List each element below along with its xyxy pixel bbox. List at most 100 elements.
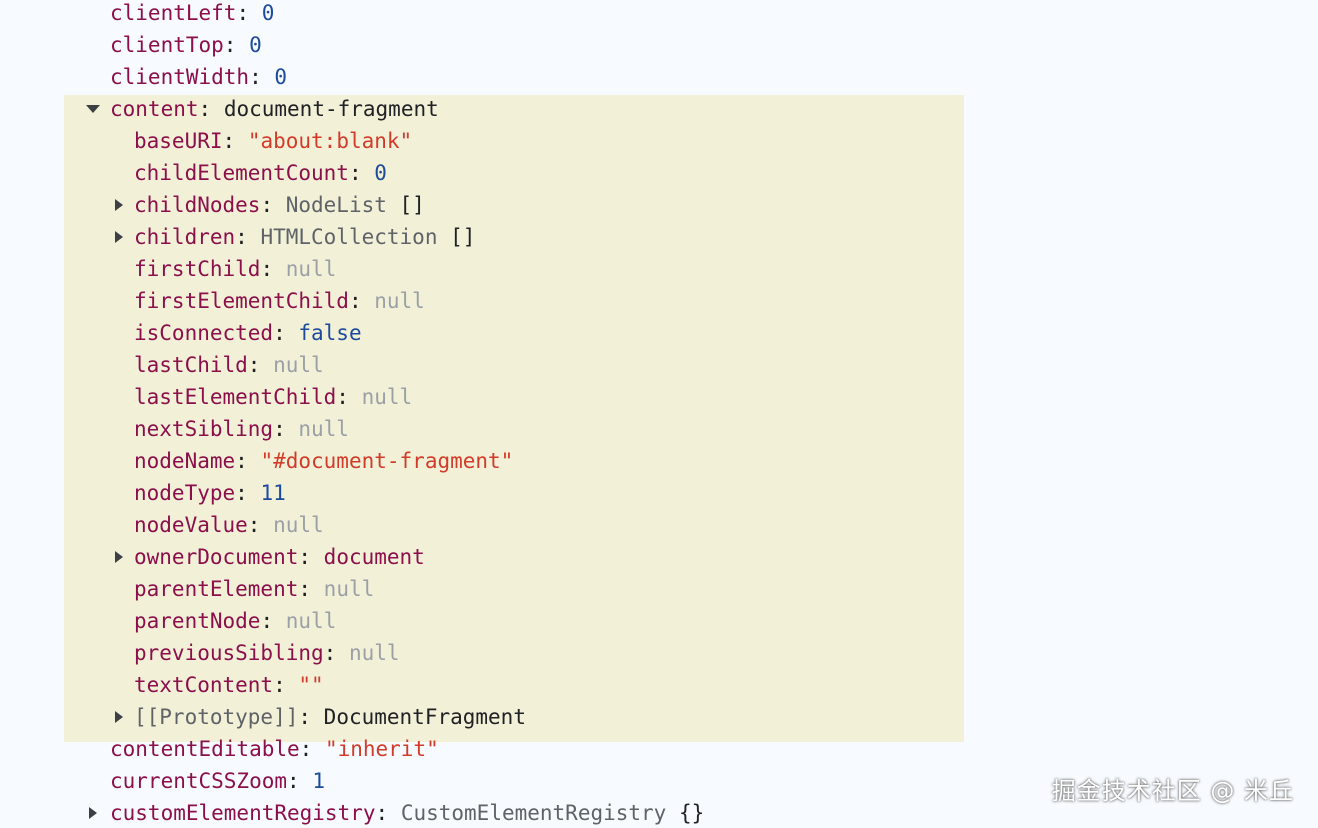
property-value: null (285, 609, 337, 633)
property-key: ownerDocument (134, 545, 299, 569)
property-row: contentEditable: "inherit" (110, 733, 439, 765)
property-value: "about:blank" (247, 129, 413, 153)
property-key: lastChild (134, 353, 248, 377)
property-key: clientWidth (110, 65, 250, 89)
property-row: nextSibling: null (134, 413, 349, 445)
property-value: 11 (260, 481, 286, 505)
property-value: "inherit" (324, 737, 439, 761)
expanded-content-highlight (64, 95, 964, 742)
colon-separator: : (247, 353, 274, 377)
property-row: nodeType: 11 (134, 477, 286, 509)
property-row: clientTop: 0 (110, 29, 262, 61)
property-value: null (348, 641, 400, 665)
property-value: 0 (261, 1, 275, 25)
expand-triangle-icon[interactable] (112, 221, 126, 253)
property-value: 1 (312, 769, 325, 793)
property-value: DocumentFragment (323, 705, 526, 729)
property-row[interactable]: customElementRegistry: CustomElementRegi… (89, 797, 705, 828)
expand-triangle-icon[interactable] (86, 797, 100, 828)
colon-separator: : (298, 577, 324, 601)
property-key: [[Prototype]] (134, 705, 299, 729)
property-key: previousSibling (134, 641, 324, 665)
property-key: content (110, 97, 199, 121)
property-value: null (374, 289, 425, 313)
property-row[interactable]: ownerDocument: document (115, 541, 425, 573)
colon-separator: : (260, 609, 286, 633)
property-key: firstChild (134, 257, 261, 281)
property-value: null (323, 577, 375, 601)
property-key: clientLeft (110, 1, 237, 25)
colon-separator: : (348, 161, 375, 185)
value-preview-brackets: [] (386, 193, 425, 217)
property-row: lastElementChild: null (134, 381, 412, 413)
property-key: nextSibling (134, 417, 274, 441)
property-value: document-fragment (223, 97, 439, 121)
property-row: lastChild: null (134, 349, 324, 381)
colon-separator: : (236, 1, 262, 25)
property-row: isConnected: false (134, 317, 362, 349)
property-row[interactable]: children: HTMLCollection [] (115, 221, 476, 253)
property-row: previousSibling: null (134, 637, 400, 669)
colon-separator: : (260, 193, 286, 217)
property-row: nodeValue: null (134, 509, 324, 541)
property-value: null (285, 257, 337, 281)
colon-separator: : (299, 737, 325, 761)
property-key: childElementCount (134, 161, 349, 185)
property-key: contentEditable (110, 737, 300, 761)
property-value: null (273, 513, 324, 537)
property-row: textContent: "" (134, 669, 324, 701)
colon-separator: : (198, 97, 224, 121)
property-key: nodeName (134, 449, 236, 473)
property-key: nodeValue (134, 513, 248, 537)
colon-separator: : (223, 33, 250, 57)
expand-triangle-icon[interactable] (112, 541, 126, 573)
colon-separator: : (235, 449, 261, 473)
property-value: HTMLCollection (260, 225, 438, 249)
expand-triangle-icon[interactable] (112, 701, 126, 733)
property-key: isConnected (134, 321, 274, 345)
property-value: 0 (374, 161, 387, 185)
collapse-triangle-icon[interactable] (86, 93, 100, 125)
colon-separator: : (336, 385, 362, 409)
property-key: customElementRegistry (110, 801, 376, 825)
colon-separator: : (249, 65, 275, 89)
property-key: firstElementChild (134, 289, 349, 313)
expand-triangle-icon[interactable] (112, 189, 126, 221)
colon-separator: : (348, 289, 375, 313)
colon-separator: : (273, 673, 299, 697)
colon-separator: : (375, 801, 401, 825)
property-row[interactable]: childNodes: NodeList [] (115, 189, 425, 221)
colon-separator: : (323, 641, 349, 665)
property-key: currentCSSZoom (110, 769, 288, 793)
property-row: parentNode: null (134, 605, 336, 637)
value-preview-brackets: [] (437, 225, 476, 249)
colon-separator: : (298, 705, 324, 729)
property-row: parentElement: null (134, 573, 374, 605)
property-row: currentCSSZoom: 1 (110, 765, 325, 797)
property-value: CustomElementRegistry (400, 801, 667, 825)
property-row[interactable]: [[Prototype]]: DocumentFragment (115, 701, 526, 733)
property-value: 0 (249, 33, 262, 57)
property-value: "" (298, 673, 324, 697)
property-row: childElementCount: 0 (134, 157, 387, 189)
property-row: clientLeft: 0 (110, 0, 274, 29)
property-key: children (134, 225, 236, 249)
property-key: baseURI (134, 129, 223, 153)
colon-separator: : (235, 481, 261, 505)
colon-separator: : (260, 257, 286, 281)
property-value: "#document-fragment" (260, 449, 514, 473)
colon-separator: : (287, 769, 313, 793)
property-row: firstElementChild: null (134, 285, 425, 317)
colon-separator: : (235, 225, 261, 249)
property-key: textContent (134, 673, 274, 697)
property-row: baseURI: "about:blank" (134, 125, 412, 157)
property-value: 0 (274, 65, 288, 89)
property-key: lastElementChild (134, 385, 337, 409)
colon-separator: : (273, 321, 299, 345)
property-value: null (298, 417, 349, 441)
colon-separator: : (273, 417, 299, 441)
value-preview-brackets: {} (666, 801, 705, 825)
property-row[interactable]: content: document-fragment (86, 93, 439, 125)
property-key: childNodes (134, 193, 261, 217)
